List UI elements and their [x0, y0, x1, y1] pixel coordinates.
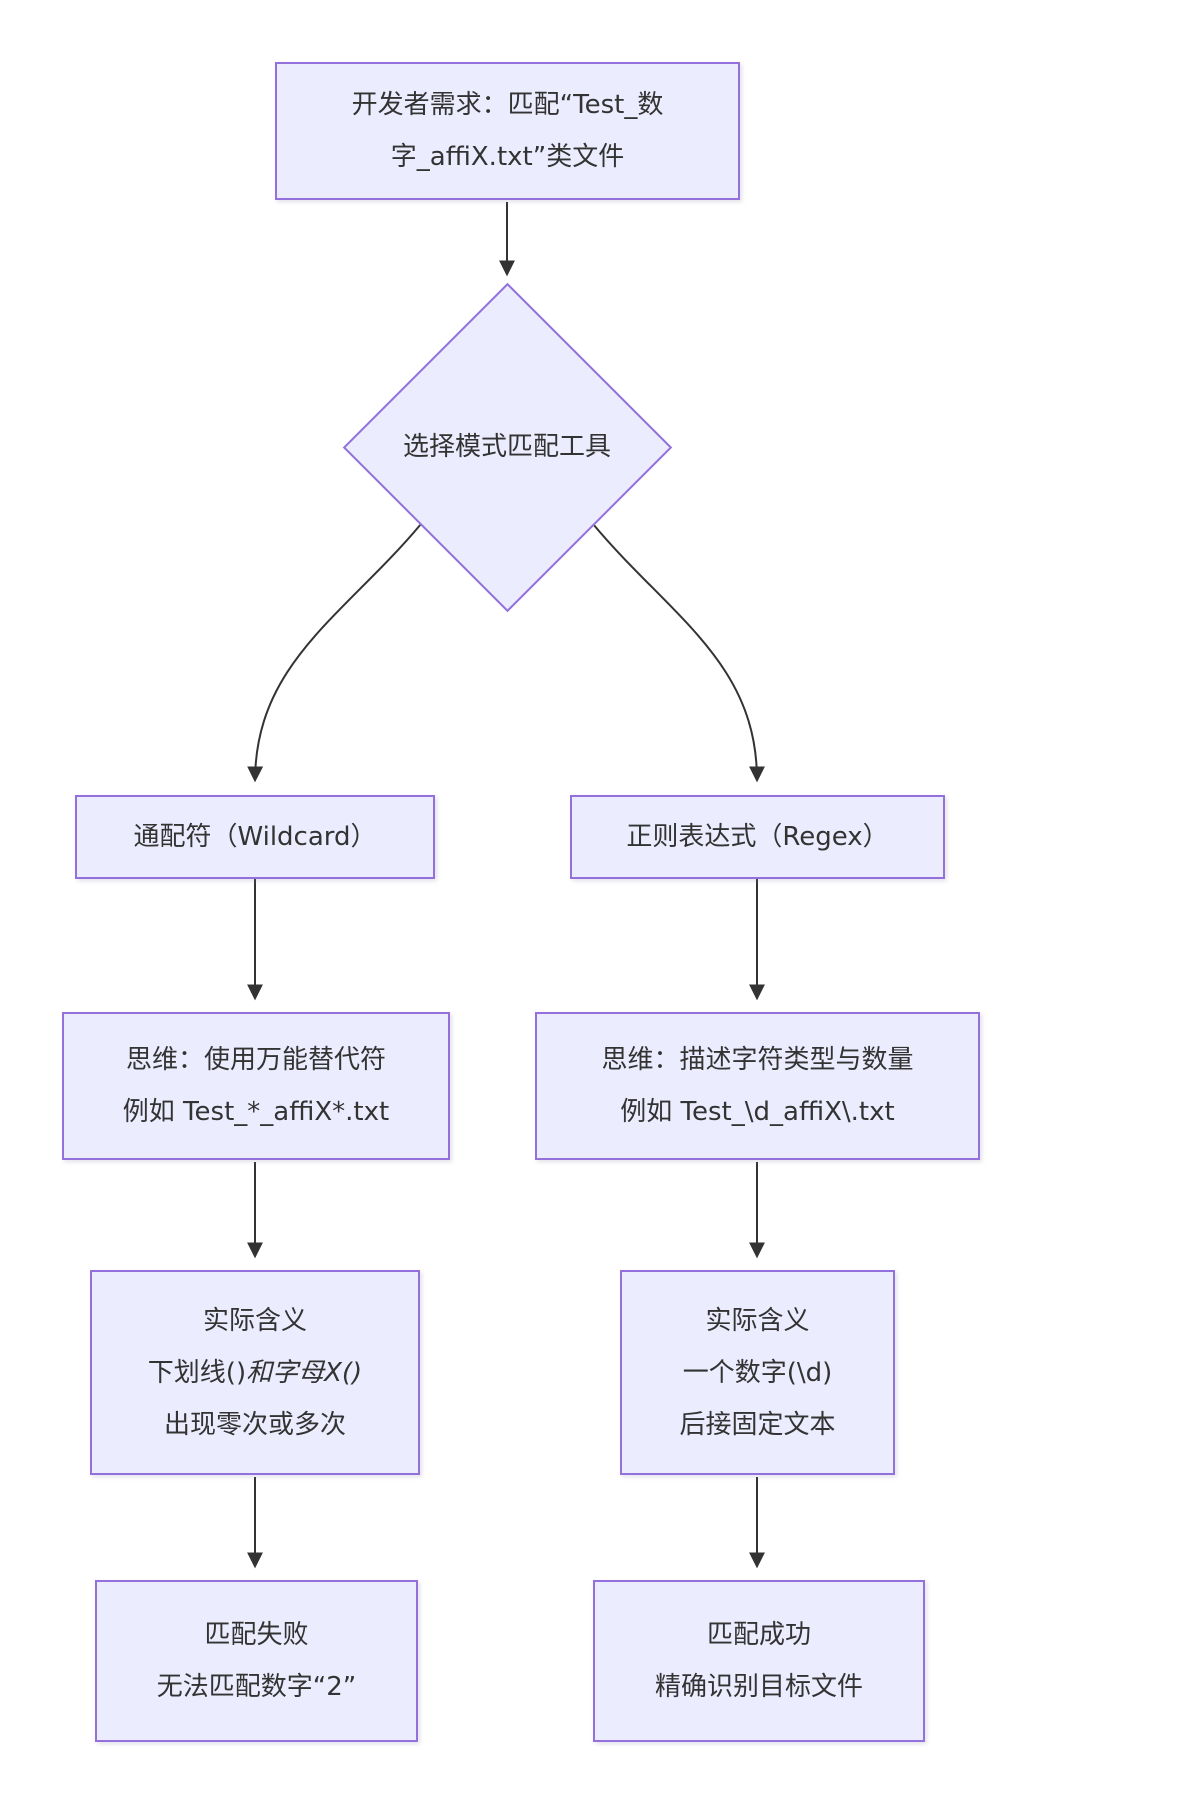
regex-think-line1: 思维：描述字符类型与数量 [601, 1045, 914, 1075]
wildcard-meaning-line3: 出现零次或多次 [163, 1409, 346, 1440]
wildcard-result-line1: 匹配失败 [204, 1620, 309, 1650]
wildcard-meaning-line2: 下划线()和字母X() [148, 1347, 362, 1399]
wildcard-meaning-line2-normal: 下划线() [147, 1357, 247, 1388]
edge-decision-regex [592, 523, 765, 783]
wildcard-result-line2: 无法匹配数字“2” [156, 1672, 357, 1702]
node-regex-think: 思维：描述字符类型与数量 例如 Test_\d_affiX\.txt [535, 1012, 980, 1160]
node-wildcard-result: 匹配失败 无法匹配数字“2” [95, 1580, 418, 1742]
decision-label: 选择模式匹配工具 [402, 432, 611, 462]
node-regex: 正则表达式（Regex） [570, 795, 945, 879]
regex-meaning-line1: 实际含义 [705, 1305, 810, 1336]
regex-label: 正则表达式（Regex） [626, 822, 889, 852]
regex-meaning-line3: 后接固定文本 [679, 1409, 836, 1440]
wildcard-meaning-line2-italic: 和字母X() [246, 1357, 363, 1388]
node-wildcard-think: 思维：使用万能替代符 例如 Test_*_affiX*.txt [62, 1012, 450, 1160]
wildcard-think-line2: 例如 Test_*_affiX*.txt [122, 1097, 390, 1127]
node-wildcard: 通配符（Wildcard） [75, 795, 435, 879]
node-wildcard-meaning: 实际含义 下划线()和字母X() 出现零次或多次 [90, 1270, 420, 1475]
node-regex-meaning: 实际含义 一个数字(\d) 后接固定文本 [620, 1270, 895, 1475]
requirement-line2: 字_affiX.txt”类文件 [390, 142, 625, 172]
regex-result-line1: 匹配成功 [706, 1620, 811, 1650]
wildcard-meaning-line1: 实际含义 [202, 1305, 307, 1336]
node-regex-result: 匹配成功 精确识别目标文件 [593, 1580, 925, 1742]
requirement-line1: 开发者需求：匹配“Test_数 [351, 90, 664, 120]
wildcard-think-line1: 思维：使用万能替代符 [125, 1045, 386, 1075]
regex-think-line2: 例如 Test_\d_affiX\.txt [620, 1097, 895, 1127]
regex-meaning-line2: 一个数字(\d) [682, 1357, 833, 1388]
wildcard-label: 通配符（Wildcard） [133, 822, 377, 852]
edge-decision-wildcard [247, 523, 422, 783]
regex-result-line2: 精确识别目标文件 [654, 1672, 863, 1702]
node-requirement: 开发者需求：匹配“Test_数 字_affiX.txt”类文件 [275, 62, 740, 200]
